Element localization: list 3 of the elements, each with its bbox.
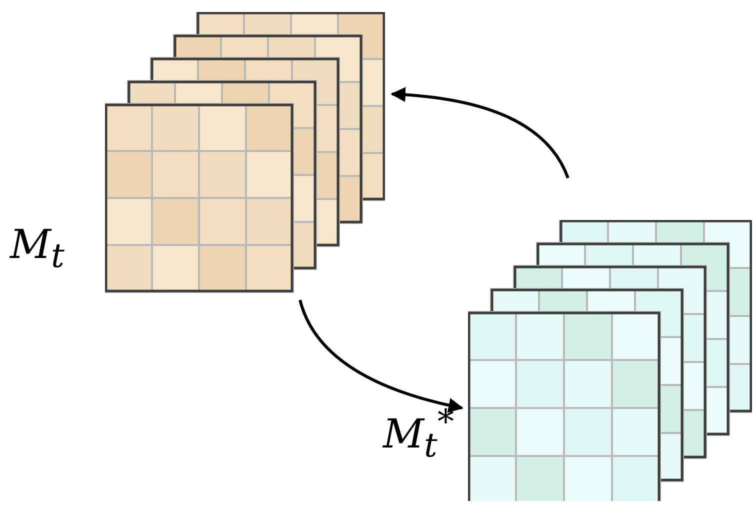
- curved-arrow: [390, 87, 570, 179]
- curved-arrow: [298, 300, 464, 412]
- matrix-label: M$_{t}$: [10, 225, 64, 272]
